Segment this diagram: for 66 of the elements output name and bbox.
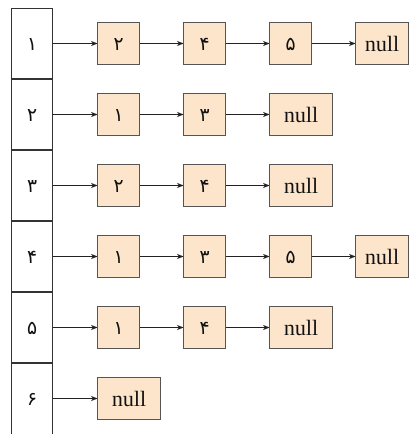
node-value: ١ [113, 246, 124, 268]
array-cell [11, 363, 53, 434]
list-node [269, 22, 312, 65]
vertex-label: ۶ [26, 388, 38, 410]
vertex-label: ٢ [26, 104, 38, 126]
arrow [53, 254, 98, 260]
list-node [183, 93, 226, 136]
arrow [53, 40, 98, 46]
node-value: null [284, 102, 318, 128]
array-cell [11, 221, 53, 292]
node-value: ٣ [199, 246, 210, 268]
list-node [97, 164, 140, 207]
list-node [183, 235, 226, 278]
arrow [226, 40, 270, 46]
arrow [226, 324, 270, 330]
node-value: ۵ [285, 246, 296, 268]
node-value: ١ [113, 104, 124, 126]
list-node [183, 306, 226, 349]
node-value: null [284, 314, 318, 340]
node-value: ۵ [285, 32, 296, 54]
vertex-label: ۵ [26, 316, 38, 338]
array-cell [11, 79, 53, 150]
node-value: ۴ [199, 316, 210, 338]
arrow [53, 396, 98, 402]
list-node [97, 306, 140, 349]
arrow [226, 182, 270, 188]
node-value: ٢ [113, 32, 124, 54]
list-node [97, 235, 140, 278]
arrow [140, 112, 184, 118]
list-node [269, 93, 333, 136]
arrow [226, 254, 270, 260]
list-node [183, 164, 226, 207]
node-value: null [364, 30, 400, 56]
array-cell [11, 8, 53, 79]
arrow [53, 182, 98, 188]
array-cell [11, 150, 53, 221]
list-node [269, 235, 312, 278]
node-value: ۴ [199, 32, 210, 54]
arrow [53, 324, 98, 330]
list-node [183, 22, 226, 65]
arrow [312, 40, 356, 46]
list-node [355, 22, 409, 65]
node-value: ۴ [199, 174, 210, 196]
arrow [226, 112, 270, 118]
arrow [140, 182, 184, 188]
node-value: null [364, 244, 400, 270]
list-node [355, 235, 409, 278]
list-node [269, 164, 333, 207]
list-node [269, 306, 333, 349]
node-value: ٢ [113, 174, 124, 196]
arrow [53, 112, 98, 118]
list-node [97, 93, 140, 136]
arrow [140, 40, 184, 46]
arrow [140, 324, 184, 330]
list-node [97, 22, 140, 65]
list-node [97, 377, 161, 420]
node-value: null [112, 386, 146, 412]
arrow [140, 254, 184, 260]
node-value: null [284, 172, 318, 198]
arrow [312, 254, 356, 260]
node-value: ٣ [199, 104, 210, 126]
vertex-label: ۴ [26, 246, 38, 268]
array-cell [11, 292, 53, 363]
node-value: ١ [113, 316, 124, 338]
vertex-label: ١ [26, 32, 38, 54]
vertex-label: ٣ [26, 174, 38, 196]
